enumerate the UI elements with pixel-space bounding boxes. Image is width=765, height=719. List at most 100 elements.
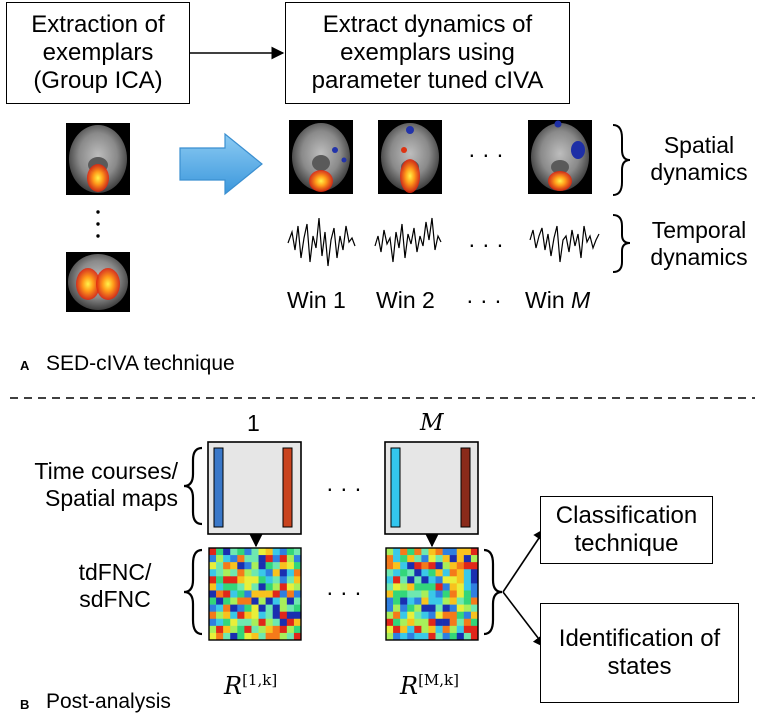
matrix-cell [230,604,238,612]
matrix-cell [428,555,436,563]
matrix-cell [421,632,429,641]
matrix-cell [421,583,429,591]
matrix-cell [414,597,422,605]
matrix-cell [470,576,479,584]
matrix-cell [435,583,443,591]
matrix-cell [463,562,472,570]
fnc-label: tdFNC/ sdFNC [78,559,152,612]
matrix-cell [286,632,295,641]
matrix-cell [456,604,465,612]
matrix-cell [442,583,450,591]
matrix-cell [258,548,266,556]
matrix-cell [265,618,273,627]
r-label-1: R[1,k] [224,640,277,700]
matrix-cell [216,597,224,605]
matrix-cell [237,618,245,627]
matrix-cell [251,597,259,605]
matrix-cell [216,548,224,556]
matrix-cell [470,569,479,577]
matrix-cell [428,569,436,577]
matrix-cell [251,604,259,612]
matrix-cell [393,632,401,641]
matrix-cell [435,597,443,605]
matrix-cell [456,611,465,620]
matrix-cell [428,548,436,556]
matrix-cell [244,618,252,627]
vertical-dots [96,210,100,238]
matrix-cell [386,632,394,641]
matrix-cell [279,604,288,612]
matrix-cell [463,618,472,627]
matrix-cell [279,618,288,627]
spatial-brace [612,124,631,196]
matrix-cell [251,611,259,620]
matrix-cell [442,611,450,620]
fnc-matrix-m [385,547,479,641]
window-brain-2 [378,120,442,194]
matrix-cell [237,583,245,591]
matrix-cell [223,583,231,591]
matrix-cell [386,569,394,577]
matrix-cell [407,597,415,605]
matrix-cell [442,576,450,584]
matrix-cell [393,555,401,563]
matrix-cell [386,611,394,620]
matrix-cell [286,625,295,634]
matrix-cell [449,611,458,620]
r-label-1-sup: [1,k] [242,671,278,689]
matrix-cell [209,632,217,641]
matrix-cell [407,625,415,634]
timeseries-win-2 [374,217,442,263]
timecourse-panel-m [384,441,479,535]
matrix-cell [393,604,401,612]
matrix-cell [293,576,302,584]
matrix-cell [414,562,422,570]
matrix-cell [265,576,273,584]
matrix-cell [251,625,259,634]
matrix-cell [400,632,408,641]
matrix-cell [251,555,259,563]
matrix-cell [400,604,408,612]
matrix-cell [407,548,415,556]
matrix-cell [470,632,479,641]
matrix-cell [393,548,401,556]
matrix-cell [435,611,443,620]
matrix-cell [400,569,408,577]
matrix-cell [216,590,224,598]
matrix-cell [428,611,436,620]
matrix-cell [293,611,302,620]
matrix-cell [230,569,238,577]
matrix-cell [428,597,436,605]
matrix-cell [279,555,288,563]
matrix-cell [223,611,231,620]
matrix-cell [435,548,443,556]
matrix-cell [456,562,465,570]
matrix-cell [209,576,217,584]
matrix-cell [428,618,436,627]
matrix-cell [286,562,295,570]
matrix-cell [414,555,422,563]
matrix-cell [272,597,281,605]
panel-b-tag: B [20,697,30,712]
matrix-cell [223,590,231,598]
fnc-matrix-1 [208,547,302,641]
matrix-cell [272,625,281,634]
matrix-cell [393,597,401,605]
matrix-cell [223,576,231,584]
matrix-cell [265,597,273,605]
matrix-cell [265,611,273,620]
output-brace [483,548,503,636]
matrix-cell [463,590,472,598]
timeseries-win-1 [287,217,356,267]
matrix-cell [244,611,252,620]
matrix-cell [293,548,302,556]
matrix-cell [386,583,394,591]
matrix-cell [244,590,252,598]
matrix-cell [400,576,408,584]
matrix-cell [223,625,231,634]
matrix-cell [435,604,443,612]
matrix-cell [258,604,266,612]
matrix-cell [449,555,458,563]
matrix-cell [237,569,245,577]
panel-a-tag: A [20,358,30,373]
